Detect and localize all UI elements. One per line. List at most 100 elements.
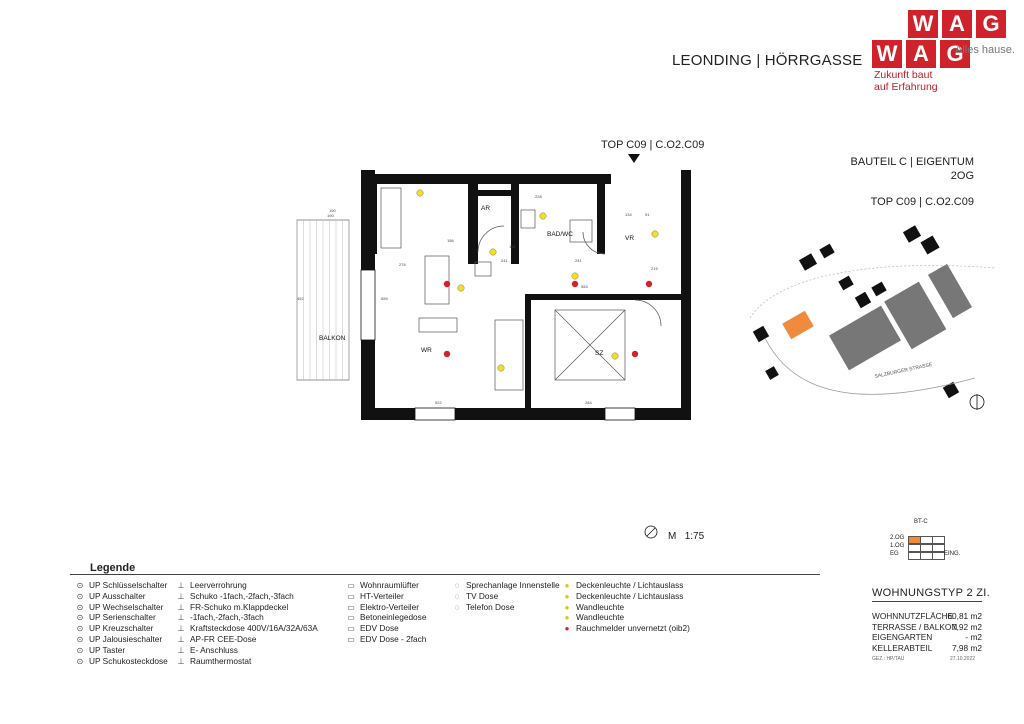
ceiling-light-icon (489, 248, 497, 256)
area-row: EIGENGARTEN- m2 (872, 632, 982, 642)
logo-letter-a-2: A (906, 40, 936, 68)
legend-item-label: UP Kreuzschalter (89, 623, 154, 634)
legend-item-label: Raumthermostat (190, 655, 252, 666)
legend-item: ◌Sprechanlage Innenstelle (452, 580, 560, 591)
legend-symbol-icon: ● (564, 581, 570, 590)
legend-item: ⊙UP Taster (75, 645, 125, 656)
area-label: KELLERABTEIL (872, 642, 933, 653)
floor-key-entrance: EING. (944, 551, 961, 557)
legend-symbol-icon: ⊥ (177, 645, 185, 655)
slogan-line-1: Zukunft baut (874, 69, 933, 81)
legend-item: ◌TV Dose (452, 591, 499, 602)
area-label: WOHNNUTZFLÄCHE (872, 611, 954, 621)
legend-symbol-icon: ▭ (347, 602, 355, 612)
ceiling-light-icon (416, 189, 424, 197)
legend-item-label: Telefon Dose (466, 601, 515, 612)
room-label-ar: AR (481, 205, 490, 212)
legend-symbol-icon: ▭ (347, 591, 355, 601)
legend-item: ● Deckenleuchte / Lichtauslass (562, 580, 684, 591)
area-value: - m2 (965, 632, 982, 642)
site-boundary (749, 265, 996, 319)
ceiling-light-icon (571, 272, 579, 280)
legend-item: ▭Wohnraumlüfter (346, 580, 419, 591)
legend-item: ▭ HT-Verteiler (346, 591, 404, 602)
legend-item-label: UP Ausschalter (89, 590, 146, 601)
legend-symbol-icon: ⊥ (177, 591, 185, 601)
scale-label: M 1:75 (668, 531, 704, 542)
legend-symbol-icon: ⊙ (76, 591, 84, 601)
legend-item: ⊥-1fach,-2fach,-3fach (176, 612, 264, 623)
legend-symbol-icon: ▭ (347, 581, 355, 590)
legend-symbol-icon: ⊙ (76, 613, 84, 623)
legend-item: ⊙UP Schukosteckdose (75, 656, 168, 667)
floor-row-2og: 2.OG (890, 535, 905, 541)
floor-key-cell (932, 544, 945, 552)
dimension-label: 134 (625, 212, 632, 217)
unit-label-top: TOP C09 | C.O2.C09 (601, 139, 705, 151)
legend-item-label: Kraftsteckdose 400V/16A/32A/63A (190, 623, 318, 634)
smoke-detector-icon (631, 350, 639, 358)
top-info: TOP C09 | C.O2.C09 (870, 196, 974, 208)
legend-symbol-icon: ⊙ (76, 624, 84, 634)
walls (361, 170, 691, 420)
windows (360, 269, 636, 421)
legend-item: ⊙ UP Ausschalter (75, 591, 146, 602)
logo-letter-a: A (942, 10, 972, 38)
room-label-vr: VR (625, 235, 634, 242)
ceiling-light-icon (497, 364, 505, 372)
legend-item-label: Sprechanlage Innenstelle (466, 580, 560, 590)
site-highlight-unit (782, 310, 814, 340)
legend-item: ⊥Leerverrohrung (176, 580, 247, 591)
floor-label: 2OG (950, 170, 974, 182)
logo-letter-g-2: G (940, 40, 970, 68)
legend-item-label: Wandleuchte (576, 612, 625, 623)
legend-item: ⊙UP Wechselschalter (75, 601, 164, 613)
legend-item-label: UP Jalousieschalter (89, 634, 163, 644)
legend-symbol-icon: ● (564, 613, 570, 623)
legend-item-label: UP Taster (89, 644, 126, 655)
scale-value: 1:75 (684, 531, 705, 542)
legend-symbol-icon: ◌ (454, 591, 460, 601)
legend-item-label: AP-FR CEE-Dose (190, 634, 257, 644)
balcony (296, 219, 350, 381)
site-street-label: SALZBURGER STRASSE (874, 362, 933, 380)
legend-item-label: UP Wechselschalter (89, 601, 164, 612)
dimension-label: 190 (329, 208, 336, 213)
room-label-bad-wc: BAD/WC (547, 231, 573, 238)
legend-item: ⊥ Kraftsteckdose 400V/16A/32A/63A (176, 623, 318, 634)
legend-item-label: Rauchmelder unvernetzt (oib2) (576, 623, 690, 634)
legend-item: ▭Elektro-Verteiler (346, 602, 419, 613)
legend-symbol-icon: ● (564, 591, 570, 601)
ceiling-light-icon (651, 230, 659, 238)
area-value: 60,81 m2 (947, 611, 982, 621)
smoke-detector-icon (645, 280, 653, 288)
legend-item-label: UP Serienschalter (89, 612, 156, 623)
legend-divider (70, 574, 820, 575)
logo-letter-w: W (908, 10, 938, 38)
legend-item: ◌Telefon Dose (452, 601, 515, 613)
legend-item: ⊥Schuko -1fach,-2fach,-3fach (176, 591, 294, 602)
legend-item-label: Wandleuchte (576, 601, 625, 612)
legend-item: ▭Betoneinlegedose (346, 612, 426, 623)
wag-logo: W A G W A G (870, 6, 1020, 96)
legend-item: ⊙ UP Kreuzschalter (75, 623, 154, 634)
dimension-label: 284 (585, 400, 592, 405)
legend-item: ▭EDV Dose - 2fach (346, 634, 426, 645)
legend-item: ⊥E- Anschluss (176, 645, 238, 656)
legend-symbol-icon: ⊙ (76, 635, 84, 644)
dimension-label: 276 (399, 262, 406, 267)
dimension-label: 452 (297, 296, 304, 301)
legend-item-label: EDV Dose - 2fach (360, 634, 427, 644)
slogan: Zukunft baut auf Erfahrung (874, 69, 974, 93)
legend-item-label: Betoneinlegedose (360, 612, 427, 623)
legend-symbol-icon: ● (564, 624, 570, 634)
legend-symbol-icon: ⊥ (177, 581, 185, 590)
legend-item-label: Deckenleuchte / Lichtauslass (576, 580, 684, 590)
legend-item-label: -1fach,-2fach,-3fach (190, 612, 264, 623)
fixtures (380, 187, 662, 391)
legend-symbol-icon: ⊥ (177, 624, 185, 634)
legend-item-label: HT-Verteiler (360, 590, 404, 601)
